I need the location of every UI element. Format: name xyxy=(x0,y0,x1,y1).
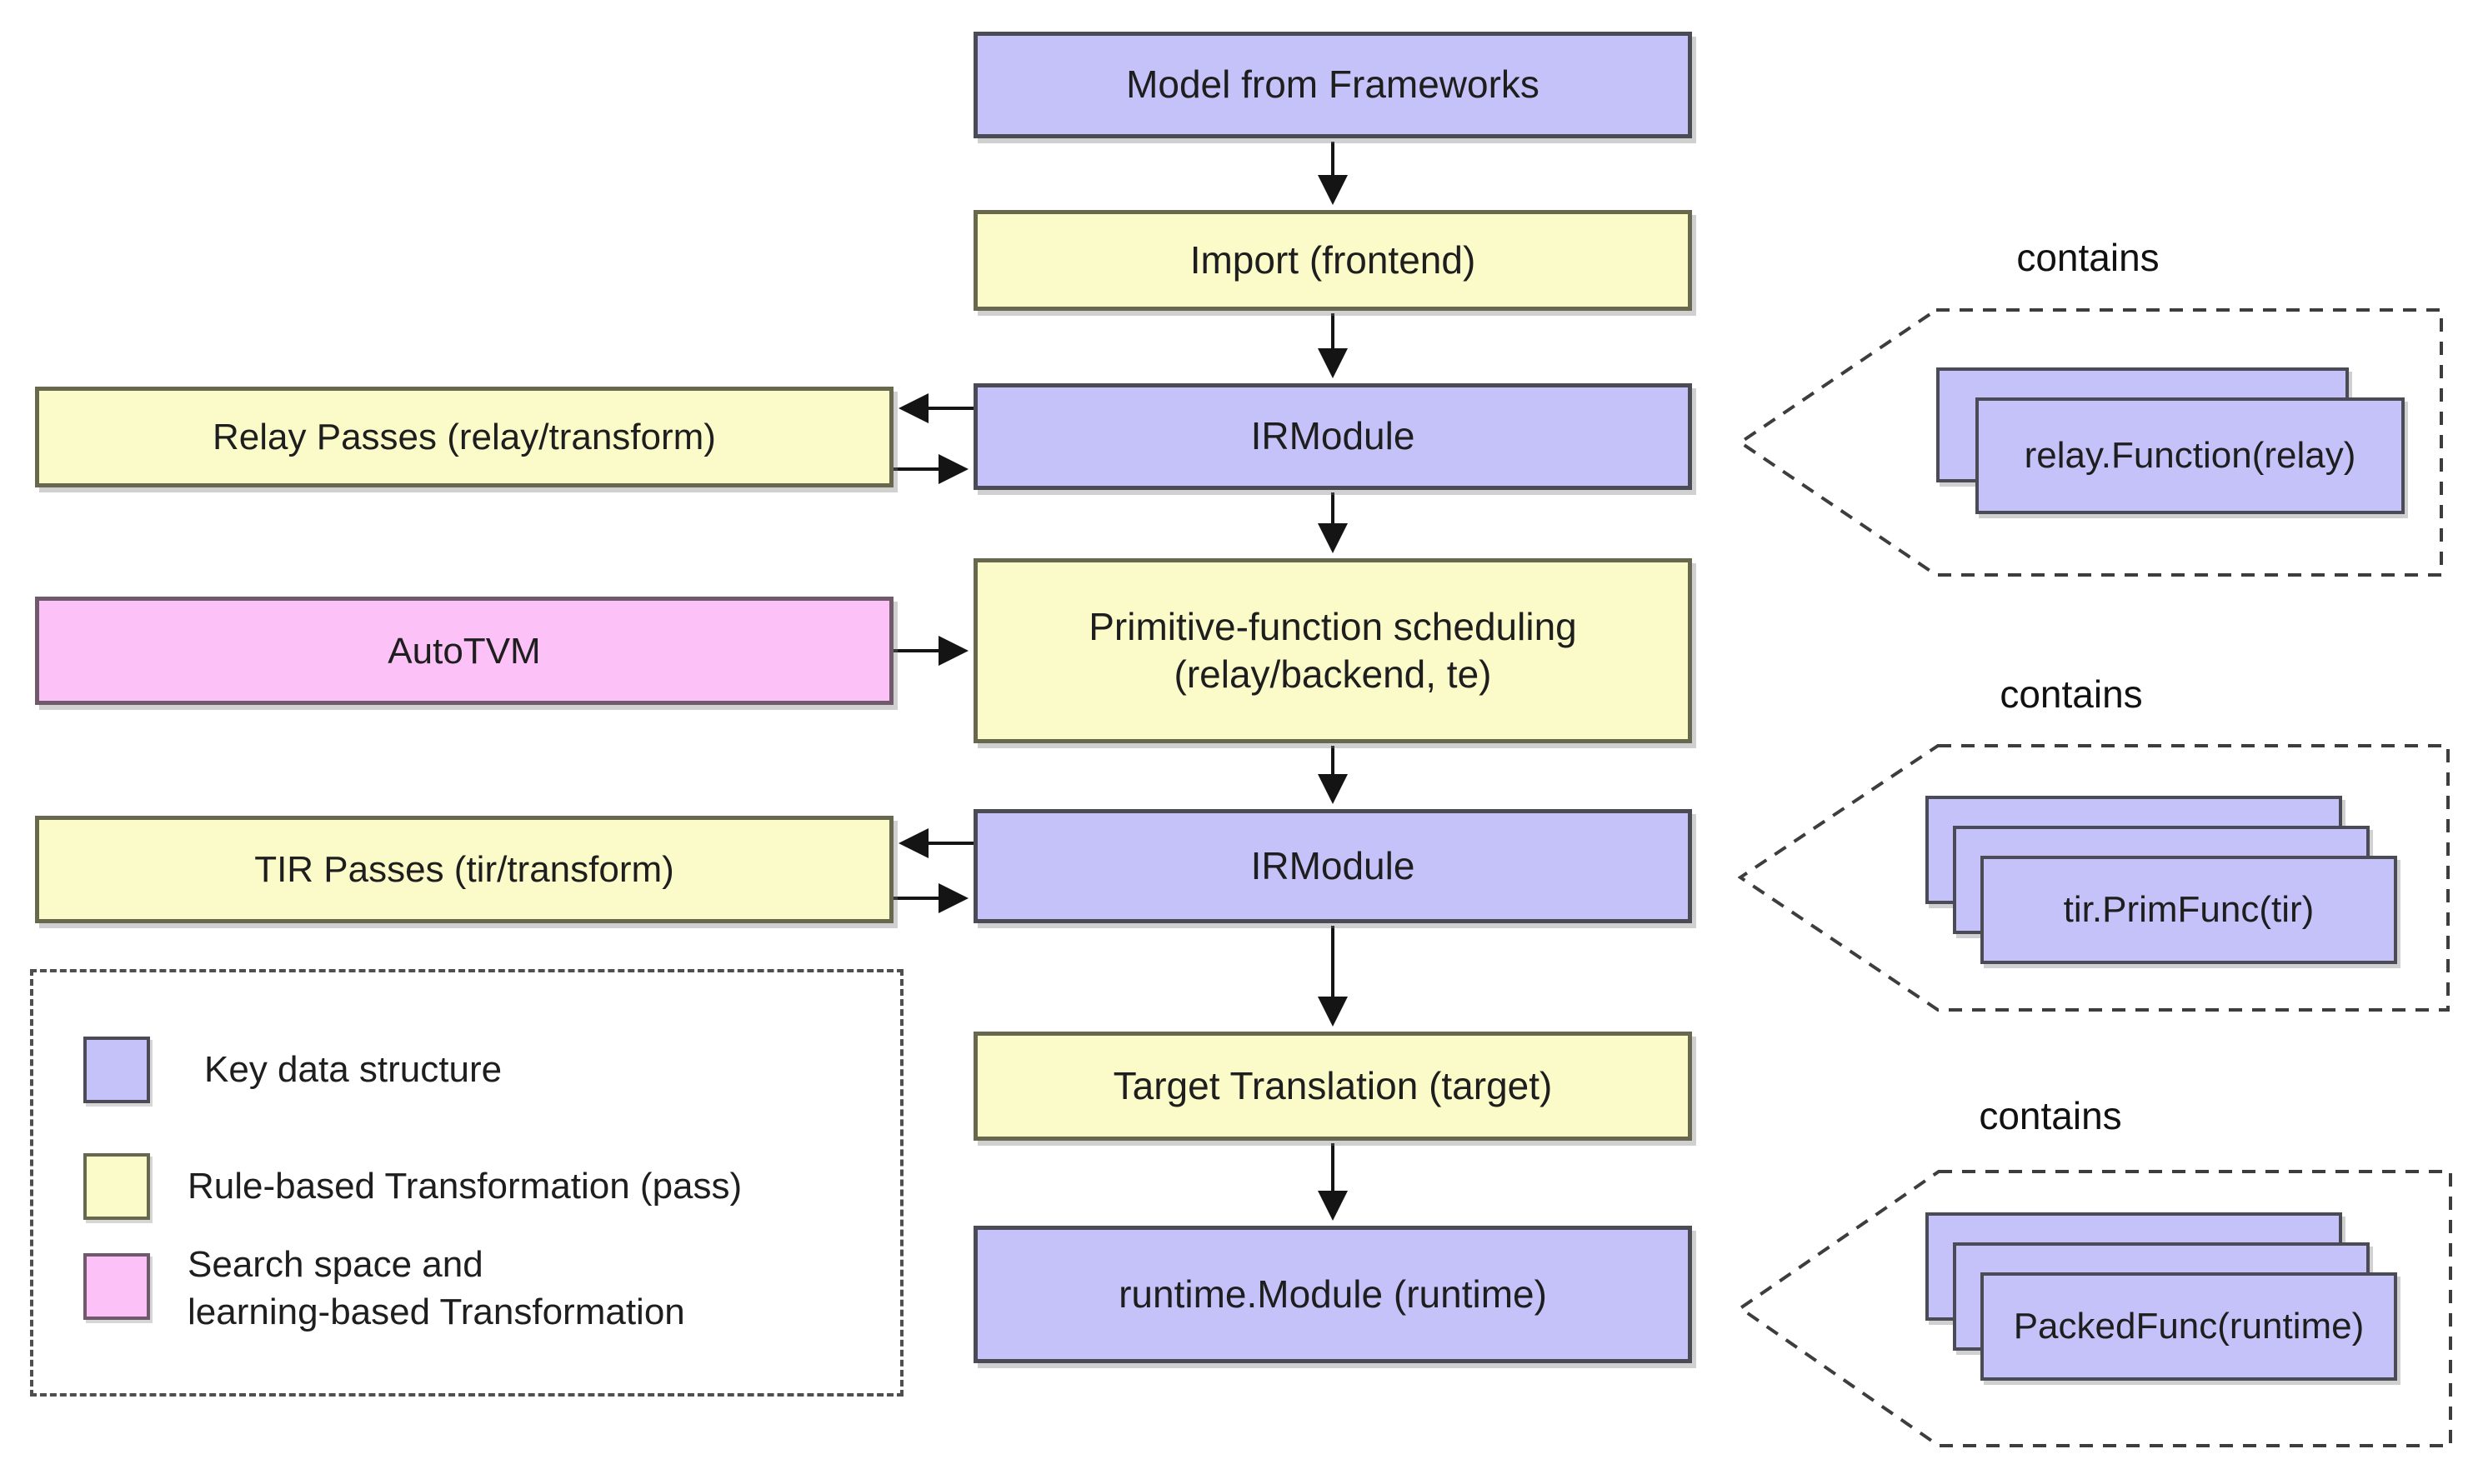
legend-swatch-search-learning xyxy=(83,1253,150,1320)
stack-box-label: relay.Function(relay) xyxy=(2024,435,2356,476)
contains-label-relay: contains xyxy=(2016,236,2160,279)
node-label: Import (frontend) xyxy=(1189,237,1476,282)
node-model-from-frameworks: Model from Frameworks xyxy=(974,32,1692,138)
node-label: IRModule xyxy=(1250,843,1415,887)
legend-label-rule-based: Rule-based Transformation (pass) xyxy=(188,1153,879,1220)
legend-label-line2: learning-based Transformation xyxy=(188,1292,685,1332)
legend-swatch-rule-based xyxy=(83,1153,150,1220)
legend-swatch-key-data-structure xyxy=(83,1037,150,1103)
node-import-frontend: Import (frontend) xyxy=(974,210,1692,311)
contains-label-tir: contains xyxy=(2000,672,2143,716)
legend-label-text: Rule-based Transformation (pass) xyxy=(188,1166,743,1207)
stack-box-label: tir.PrimFunc(tir) xyxy=(2063,889,2315,930)
node-label: AutoTVM xyxy=(388,630,541,672)
contains-label-packedfunc: contains xyxy=(1979,1094,2122,1137)
node-primitive-function-scheduling: Primitive-function scheduling (relay/bac… xyxy=(974,558,1692,743)
node-label: Target Translation (target) xyxy=(1113,1063,1553,1107)
node-label: Relay Passes (relay/transform) xyxy=(213,417,716,457)
node-runtime-module: runtime.Module (runtime) xyxy=(974,1226,1692,1363)
node-label-line2: (relay/backend, te) xyxy=(1174,652,1492,696)
node-label: TIR Passes (tir/transform) xyxy=(254,849,674,890)
stack-box-packedfunc: PackedFunc(runtime) xyxy=(1980,1272,2397,1381)
node-label: runtime.Module (runtime) xyxy=(1119,1272,1547,1316)
node-label: IRModule xyxy=(1250,414,1415,458)
stack-box-label: PackedFunc(runtime) xyxy=(2013,1306,2365,1347)
node-tir-passes: TIR Passes (tir/transform) xyxy=(35,816,894,923)
node-irmodule-relay: IRModule xyxy=(974,383,1692,490)
legend xyxy=(30,969,904,1397)
node-label-line1: Primitive-function scheduling xyxy=(1089,604,1577,648)
legend-label-search-learning: Search space and learning-based Transfor… xyxy=(188,1230,879,1347)
node-target-translation: Target Translation (target) xyxy=(974,1032,1692,1141)
stack-box-tir-primfunc: tir.PrimFunc(tir) xyxy=(1980,856,2397,964)
node-relay-passes: Relay Passes (relay/transform) xyxy=(35,387,894,487)
legend-label-key-data-structure: Key data structure xyxy=(204,1037,854,1103)
legend-label-text: Key data structure xyxy=(204,1049,503,1091)
node-irmodule-tir: IRModule xyxy=(974,809,1692,923)
node-autotvm: AutoTVM xyxy=(35,597,894,705)
stack-box-relay-function: relay.Function(relay) xyxy=(1975,397,2405,514)
node-label: Model from Frameworks xyxy=(1126,62,1539,107)
legend-label-line1: Search space and xyxy=(188,1243,483,1285)
